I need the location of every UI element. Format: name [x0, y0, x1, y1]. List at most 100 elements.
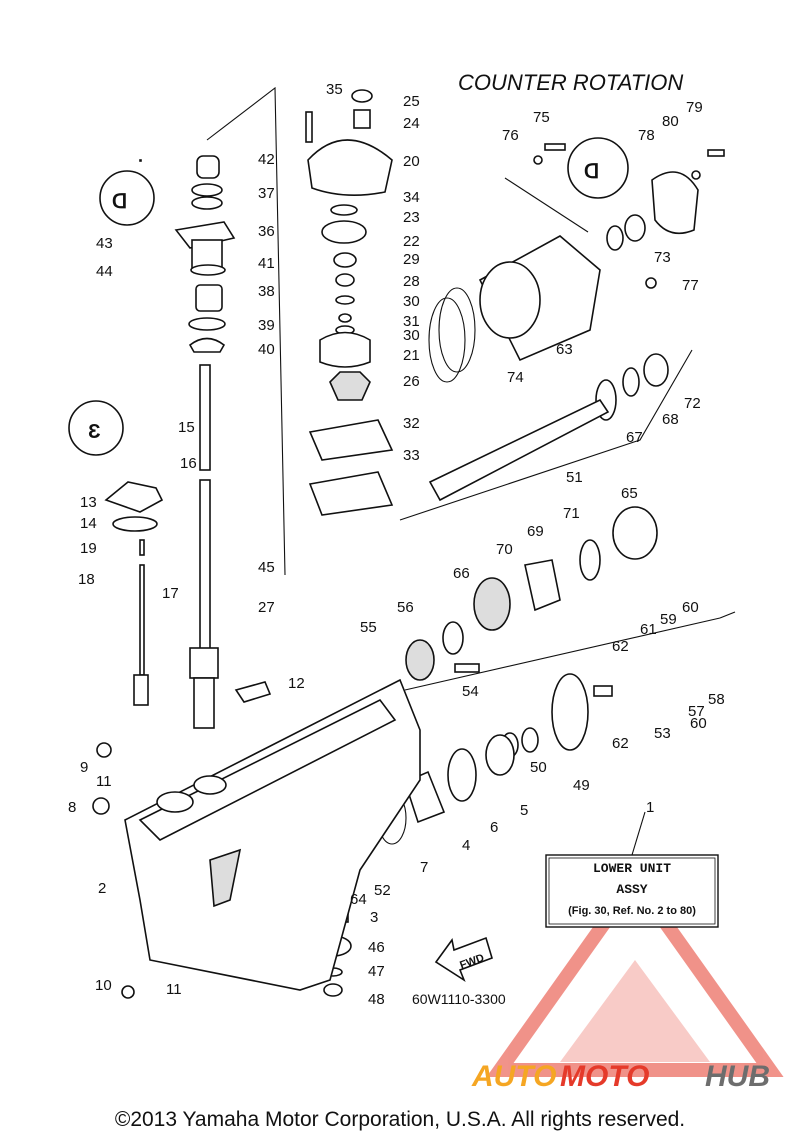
part-number-label-74: 74 — [507, 369, 524, 386]
leader-lines — [206, 86, 736, 691]
drive-shaft-assembly — [139, 155, 236, 729]
watermark-auto: AUTO — [471, 1060, 556, 1093]
part-number-label-35: 35 — [326, 81, 343, 98]
part-number-label-22: 22 — [403, 233, 420, 250]
part-number-label-14: 14 — [80, 515, 97, 532]
part-number-label-24: 24 — [403, 115, 420, 132]
part-number-label-46: 46 — [368, 939, 385, 956]
part-number-label-49: 49 — [573, 777, 590, 794]
part-number-label-11: 11 — [166, 981, 182, 998]
part-number-label-19: 19 — [80, 540, 97, 557]
part-number-label-27: 27 — [258, 599, 275, 616]
diagram-title: COUNTER ROTATION — [458, 70, 683, 95]
part-number-label-60-2: 60 — [690, 715, 707, 732]
part-number-label-43: 43 — [96, 235, 113, 252]
part-number-label-77: 77 — [682, 277, 699, 294]
part-number-label-31: 31 — [403, 313, 420, 330]
part-number-label-53: 53 — [654, 725, 671, 742]
part-number-label-23: 23 — [403, 209, 420, 226]
part-number-label-5: 5 — [520, 802, 528, 819]
part-number-label-11-2: 11 — [96, 773, 112, 790]
part-number-label-68: 68 — [662, 411, 679, 428]
part-number-label-30-2: 30 — [403, 327, 420, 344]
water-pump-assembly — [305, 89, 394, 516]
part-number-label-38: 38 — [258, 283, 275, 300]
part-number-label-58: 58 — [708, 691, 725, 708]
part-number-label-70: 70 — [496, 541, 513, 558]
part-number-label-32: 32 — [403, 415, 420, 432]
part-number-label-78: 78 — [638, 127, 655, 144]
part-number-label-16: 16 — [180, 455, 197, 472]
part-number-label-39: 39 — [258, 317, 275, 334]
part-number-label-50: 50 — [530, 759, 547, 776]
lower-unit-label-box: LOWER UNIT ASSY (Fig. 30, Ref. No. 2 to … — [545, 811, 719, 928]
part-number-label-18: 18 — [78, 571, 95, 588]
part-number-label-9: 9 — [80, 759, 88, 776]
part-number-label-62: 62 — [612, 638, 629, 655]
part-number-label-33: 33 — [403, 447, 420, 464]
part-number-label-80: 80 — [662, 113, 679, 130]
part-number-label-15: 15 — [178, 419, 195, 436]
watermark-moto: MOTO — [560, 1060, 649, 1093]
part-number-label-56: 56 — [397, 599, 414, 616]
part-number-label-59: 59 — [660, 611, 677, 628]
fwd-arrow-icon: FWD — [434, 936, 493, 983]
part-number-label-48: 48 — [368, 991, 385, 1008]
shift-rod-assembly — [92, 481, 164, 999]
part-number-label-72: 72 — [684, 395, 701, 412]
detail-callout-circles: ᗡ Ɛ ᗡ — [68, 137, 629, 456]
label-box-line-1: LOWER UNIT — [593, 861, 671, 876]
part-number-label-57: 57 — [688, 703, 705, 720]
part-number-label-51: 51 — [566, 469, 583, 486]
part-number-label-79: 79 — [686, 99, 703, 116]
part-number-label-62-2: 62 — [612, 735, 629, 752]
part-number-label-28: 28 — [403, 273, 420, 290]
part-number-label-29: 29 — [403, 251, 420, 268]
part-number-label-36: 36 — [258, 223, 275, 240]
part-number-label-30: 30 — [403, 293, 420, 310]
part-number-label-13: 13 — [80, 494, 97, 511]
automotohub-logo-mark — [486, 867, 784, 1077]
part-number-label-41: 41 — [258, 255, 275, 272]
label-box-line-3: (Fig. 30, Ref. No. 2 to 80) — [568, 905, 696, 917]
part-number-label-25: 25 — [403, 93, 420, 110]
lower-gear-case-housing — [124, 678, 421, 991]
part-number-label-17: 17 — [162, 585, 179, 602]
svg-text:ᗡ: ᗡ — [112, 191, 127, 213]
part-number-label-40: 40 — [258, 341, 275, 358]
part-number-label-1: 1 — [646, 799, 654, 816]
part-number-label-54: 54 — [462, 683, 479, 700]
part-number-label-7: 7 — [420, 859, 428, 876]
part-number-label-21: 21 — [403, 347, 420, 364]
copyright-footer: ©2013 Yamaha Motor Corporation, U.S.A. A… — [115, 1108, 685, 1131]
part-number-label-75: 75 — [533, 109, 550, 126]
part-number-label-73: 73 — [654, 249, 671, 266]
svg-text:Ɛ: Ɛ — [88, 421, 101, 443]
label-box-line-2: ASSY — [616, 882, 647, 897]
svg-text:ᗡ: ᗡ — [584, 161, 599, 183]
part-number-label-52: 52 — [374, 882, 391, 899]
part-number-label-37: 37 — [258, 185, 275, 202]
part-number-label-69: 69 — [527, 523, 544, 540]
watermark-hub: HUB — [705, 1060, 770, 1093]
part-number-label-63: 63 — [556, 341, 573, 358]
part-number-label-65: 65 — [621, 485, 638, 502]
part-number-label-71: 71 — [563, 505, 580, 522]
part-number-label-26: 26 — [403, 373, 420, 390]
part-number-label-66: 66 — [453, 565, 470, 582]
part-number-label-60: 60 — [682, 599, 699, 616]
part-number-label-76: 76 — [502, 127, 519, 144]
part-number-label-34: 34 — [403, 189, 420, 206]
drawing-code: 60W1110-3300 — [412, 991, 506, 1007]
part-number-label-45: 45 — [258, 559, 275, 576]
part-number-label-12: 12 — [288, 675, 305, 692]
part-number-label-3: 3 — [370, 909, 378, 926]
part-number-label-10: 10 — [95, 977, 112, 994]
part-number-label-6: 6 — [490, 819, 498, 836]
part-number-label-61: 61 — [640, 621, 657, 638]
part-number-label-8: 8 — [68, 799, 76, 816]
part-number-label-2: 2 — [98, 880, 106, 897]
part-number-label-20: 20 — [403, 153, 420, 170]
